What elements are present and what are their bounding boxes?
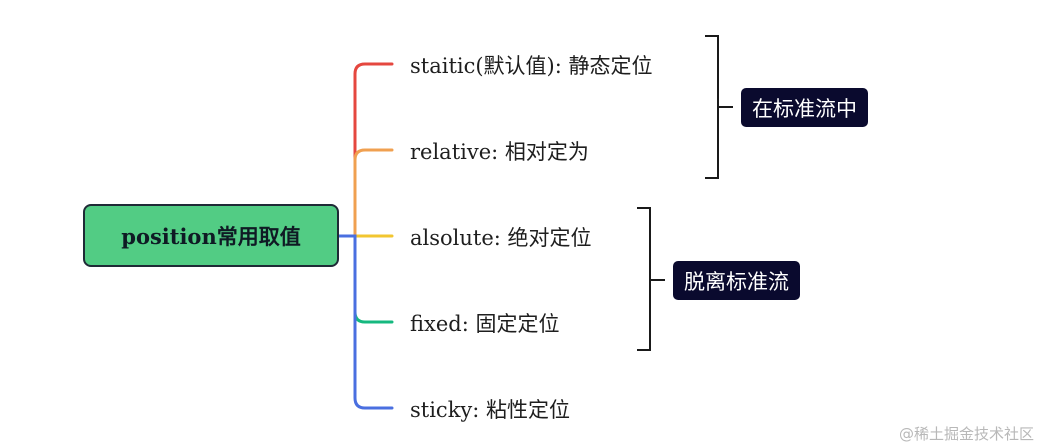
branch-label-fixed: fixed: 固定定位 xyxy=(410,312,560,336)
group-tag-out-of-flow-label: 脱离标准流 xyxy=(684,269,789,294)
group-tag-in-flow: 在标准流中 xyxy=(741,88,868,127)
branch-label-relative: relative: 相对定为 xyxy=(410,140,589,164)
group-tag-out-of-flow: 脱离标准流 xyxy=(673,261,800,300)
branch-label-alsolute: alsolute: 绝对定位 xyxy=(410,226,592,250)
group-bracket-out-of-flow xyxy=(637,207,665,351)
root-node: position常用取值 xyxy=(83,204,339,267)
branch-label-sticky: sticky: 粘性定位 xyxy=(410,398,571,422)
branch-connector-sticky xyxy=(337,234,394,410)
branch-connector-fixed xyxy=(337,234,394,324)
branch-connector-staitic xyxy=(337,62,394,238)
branch-label-staitic: staitic(默认值): 静态定位 xyxy=(410,54,653,78)
root-node-label: position常用取值 xyxy=(121,223,301,249)
branch-connector-relative xyxy=(337,148,394,238)
group-tag-in-flow-label: 在标准流中 xyxy=(752,96,857,121)
watermark: @稀土掘金技术社区 xyxy=(898,425,1034,443)
group-bracket-in-flow xyxy=(705,35,733,179)
